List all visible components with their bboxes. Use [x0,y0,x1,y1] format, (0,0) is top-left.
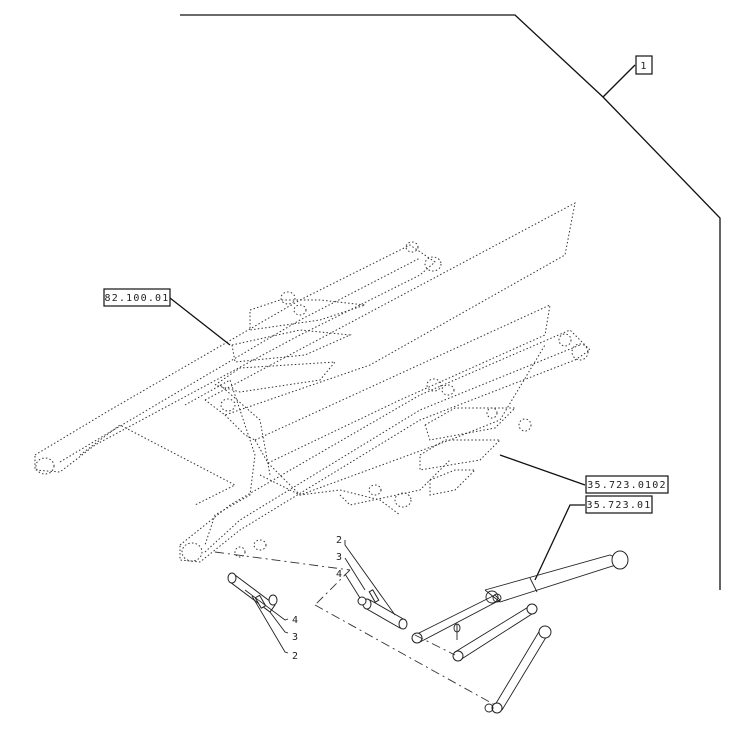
svg-text:1: 1 [640,61,647,72]
side-panels [419,407,517,496]
svg-text:4: 4 [336,569,342,580]
linkage-bars [452,603,552,714]
svg-text:2: 2 [336,535,342,546]
hydraulic-cylinder [411,550,629,644]
frame-body [184,379,451,546]
pivot-details [234,291,532,558]
item-1-label[interactable]: 1 [635,55,653,75]
left-callouts: 4 3 2 [292,615,298,662]
reference-leaders [169,297,586,581]
svg-text:35.723.01: 35.723.01 [587,500,652,511]
assembly-centerlines [214,551,496,706]
center-callouts: 2 3 4 [336,535,342,580]
frame-leader-lines [180,14,721,590]
chevron-panel [204,202,576,496]
left-pin-group [227,572,289,654]
svg-text:35.723.0102: 35.723.0102 [587,480,666,491]
svg-text:2: 2 [292,651,298,662]
svg-text:3: 3 [292,632,298,643]
svg-text:82.100.01: 82.100.01 [105,293,170,304]
loader-arm-right [179,329,591,563]
ref-82-100-01-label[interactable]: 82.100.01 [103,288,171,307]
ref-35-723-0102-label[interactable]: 35.723.0102 [585,475,669,494]
center-pin-group [344,540,408,630]
svg-text:3: 3 [336,552,342,563]
loader-arm-left [34,241,442,506]
ref-35-723-01-label[interactable]: 35.723.01 [585,495,653,514]
svg-text:4: 4 [292,615,298,626]
